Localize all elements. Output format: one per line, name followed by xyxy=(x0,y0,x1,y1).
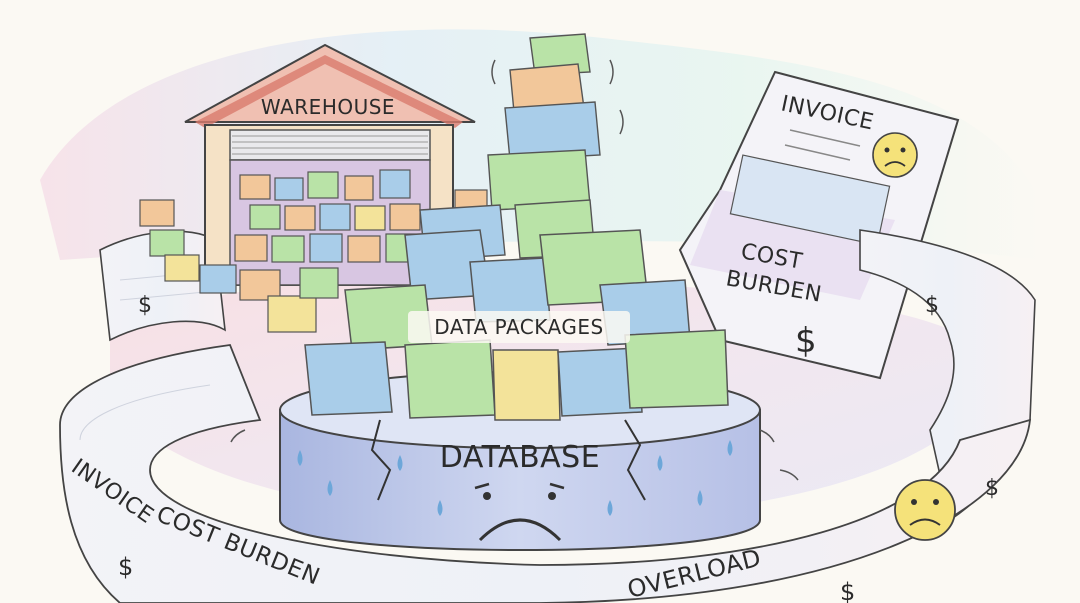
data-packages-label: DATA PACKAGES xyxy=(434,315,603,339)
ribbon-dollar-2: $ xyxy=(925,293,940,318)
invoice-document: INVOICE COST BURDEN $ xyxy=(678,70,960,380)
ribbon-dollar-5: $ xyxy=(985,476,1000,501)
invoice-dollar-icon: $ xyxy=(795,321,817,361)
warehouse-label: WAREHOUSE xyxy=(261,95,395,119)
data-packages-label-bg xyxy=(408,311,630,343)
ribbon-sad-face-icon xyxy=(894,479,956,541)
invoice-sad-face-icon xyxy=(872,132,918,178)
box-tower xyxy=(419,33,601,261)
ribbon-dollar-4: $ xyxy=(840,578,856,603)
warehouse-roof xyxy=(184,43,476,123)
ribbon-dollar-1: $ xyxy=(138,293,153,318)
database-sad-face-icon xyxy=(474,482,565,542)
data-package-boxes xyxy=(304,229,729,421)
sweat-drops xyxy=(297,440,733,516)
warehouse-shutter xyxy=(229,129,431,161)
ribbon-dollar-3: $ xyxy=(118,553,134,581)
database-label: DATABASE xyxy=(440,440,600,475)
motion-marks xyxy=(230,59,799,481)
